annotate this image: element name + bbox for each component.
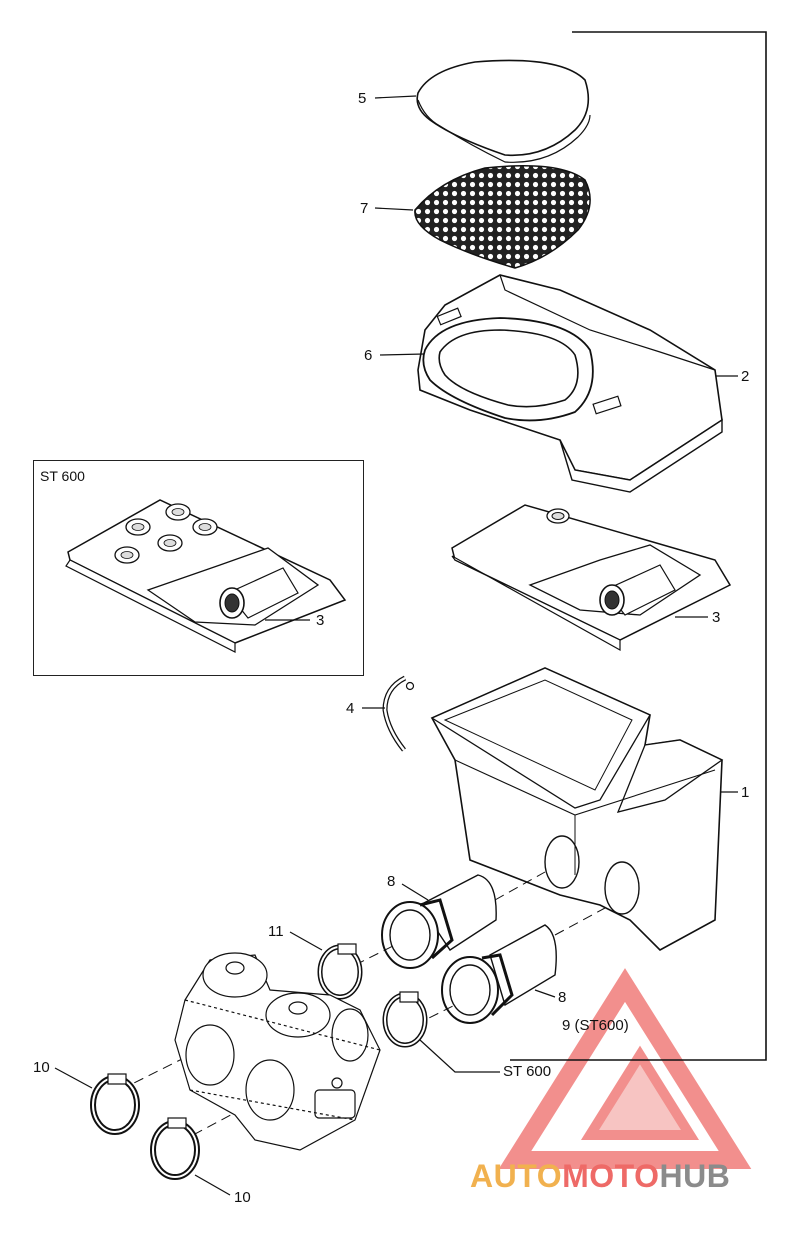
callout-3-main: 3 — [712, 609, 721, 626]
leader-11 — [289, 931, 323, 951]
callout-10-bottom: 10 — [234, 1189, 251, 1206]
leader-6 — [379, 353, 425, 356]
st600-hose-clamp — [382, 991, 428, 1048]
callout-11: 11 — [268, 923, 284, 940]
callout-4: 4 — [346, 700, 355, 717]
callout-8-top: 8 — [387, 873, 396, 890]
callout-9: 9 (ST600) — [562, 1017, 629, 1034]
callout-5: 5 — [358, 90, 367, 107]
watermark-moto: MOTO — [562, 1158, 660, 1194]
callout-8-bottom: 8 — [558, 989, 567, 1006]
callout-st600: ST 600 — [503, 1063, 552, 1080]
watermark-auto: AUTO — [470, 1158, 563, 1194]
watermark-triangle-logo — [498, 968, 752, 1169]
st600-port-bosses — [114, 503, 218, 564]
leader-10-left — [54, 1067, 93, 1089]
callout-2: 2 — [741, 368, 750, 385]
part-11-hose-clamp — [317, 943, 363, 1000]
assembly-bracket-line — [510, 31, 767, 1061]
part-10-clamp-bottom — [150, 1117, 200, 1180]
leader-st600 — [419, 1039, 500, 1073]
part-3-st600-plate — [65, 499, 347, 653]
part-1-airbox-lower — [430, 667, 724, 951]
watermark-text: AUTOMOTOHUB — [470, 1158, 730, 1195]
leader-10-bottom — [194, 1174, 231, 1196]
inset-title: ST 600 — [40, 468, 85, 484]
part-8-intake-boot-upper — [381, 874, 497, 969]
part-4-hose — [382, 675, 415, 752]
leader-8-bottom — [534, 989, 556, 998]
leader-8-top — [401, 883, 429, 901]
part-7-mesh-screen — [414, 164, 591, 269]
part-10-clamp-left — [90, 1073, 140, 1135]
part-6-seal-ring — [422, 317, 594, 422]
watermark-hub: HUB — [659, 1158, 731, 1194]
part-5-filter-pad — [416, 59, 591, 163]
carburetor-assembly — [174, 952, 381, 1151]
part-3-base-plate — [451, 504, 732, 652]
callout-7: 7 — [360, 200, 369, 217]
callout-10-left: 10 — [33, 1059, 50, 1076]
leader-7 — [374, 207, 414, 211]
part-8-intake-boot-lower — [441, 924, 557, 1024]
leader-5 — [374, 95, 417, 99]
callout-3-inset: 3 — [316, 612, 325, 629]
st600-inset-box — [33, 460, 364, 676]
callout-6: 6 — [364, 347, 373, 364]
callout-1: 1 — [741, 784, 750, 801]
